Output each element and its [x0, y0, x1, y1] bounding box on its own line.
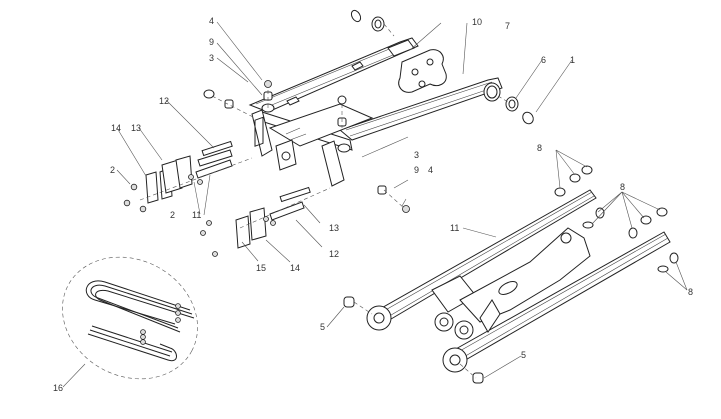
left-brackets	[145, 140, 311, 249]
callout-5: 5	[320, 322, 326, 332]
callout-3: 3	[414, 150, 420, 160]
callout-8: 8	[537, 143, 543, 153]
upper-arm-frame	[248, 37, 503, 187]
callout-14: 14	[290, 263, 301, 273]
assembly-lines	[139, 23, 509, 379]
callout-4: 4	[209, 16, 215, 26]
hardware-fasteners	[123, 9, 679, 384]
callout-2: 2	[110, 165, 116, 175]
callout-15: 14	[111, 123, 122, 133]
lower-swing-arm	[366, 189, 671, 373]
callout-9: 9	[209, 37, 215, 47]
callout-15: 15	[256, 263, 267, 273]
callout-11: 11	[450, 223, 460, 233]
callout-4: 4	[428, 165, 434, 175]
callout-14: 13	[131, 123, 142, 133]
callout-9: 9	[414, 165, 420, 175]
callout-6: 6	[541, 55, 547, 65]
callout-1: 1	[570, 55, 576, 65]
callout-8: 8	[688, 287, 694, 297]
callout-2: 2	[170, 210, 176, 220]
leader-lines	[62, 21, 688, 388]
hose-kit	[62, 256, 198, 380]
callout-7: 7	[505, 21, 511, 31]
callout-13: 12	[159, 96, 170, 106]
callout-10: 10	[472, 17, 483, 27]
callout-12: 11	[192, 210, 202, 220]
callout-12: 12	[329, 249, 340, 259]
callout-13: 13	[329, 223, 340, 233]
callout-3: 3	[209, 53, 215, 63]
callout-16: 16	[53, 383, 64, 393]
callout-8: 8	[620, 182, 626, 192]
callout-5: 5	[521, 350, 527, 360]
